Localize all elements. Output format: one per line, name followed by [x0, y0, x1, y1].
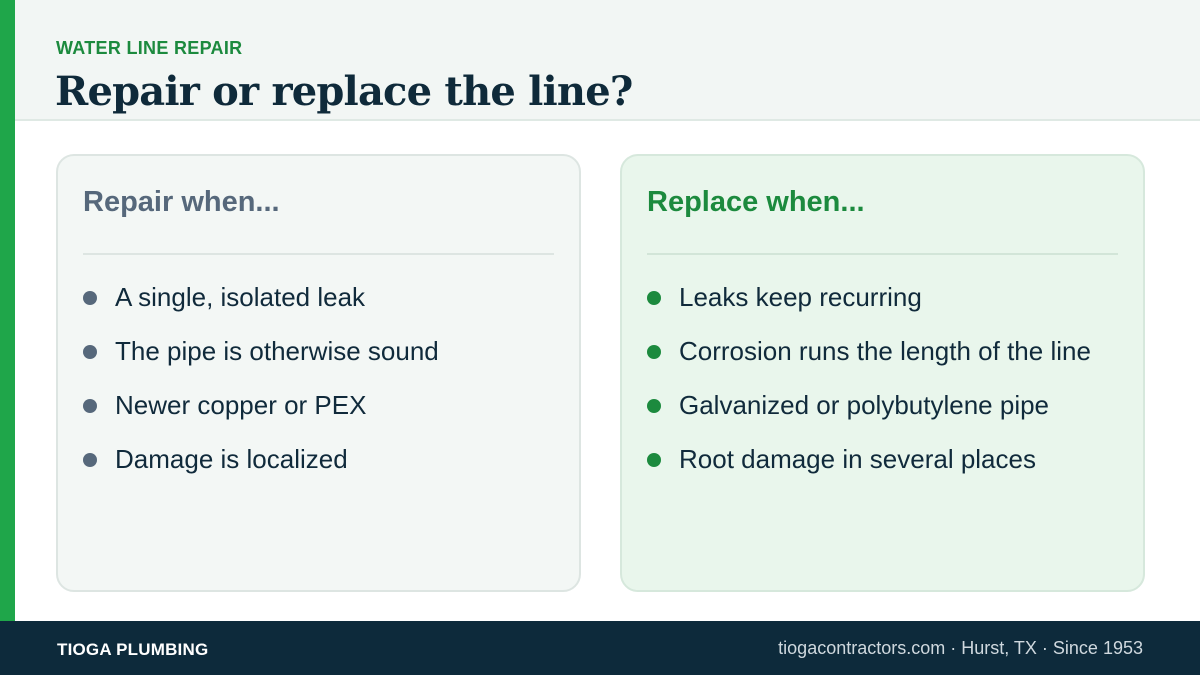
replace-card: Replace when... Leaks keep recurring Cor… — [620, 154, 1145, 592]
bullet-dot-icon — [647, 291, 661, 305]
accent-bar — [0, 0, 15, 621]
page-title: Repair or replace the line? — [55, 68, 633, 115]
list-item: Leaks keep recurring — [647, 281, 1118, 313]
list-item-text: Newer copper or PEX — [115, 390, 367, 420]
list-item: Galvanized or polybutylene pipe — [647, 389, 1118, 421]
list-item-text: Galvanized or polybutylene pipe — [679, 390, 1050, 420]
list-item-text: A single, isolated leak — [115, 282, 366, 312]
bullet-dot-icon — [647, 399, 661, 413]
list-item-text: Damage is localized — [115, 444, 348, 474]
bullet-dot-icon — [83, 453, 97, 467]
repair-card: Repair when... A single, isolated leak T… — [56, 154, 581, 592]
list-item-text: Corrosion runs the length of the line — [679, 336, 1091, 366]
bullet-dot-icon — [83, 399, 97, 413]
bullet-dot-icon — [647, 453, 661, 467]
bullet-dot-icon — [83, 291, 97, 305]
footer-contact-info: tiogacontractors.com · Hurst, TX · Since… — [778, 638, 1143, 658]
list-item: Newer copper or PEX — [83, 389, 554, 421]
repair-heading: Repair when... — [83, 184, 554, 255]
replace-heading: Replace when... — [647, 184, 1118, 255]
list-item: Damage is localized — [83, 443, 554, 475]
brand-name: TIOGA PLUMBING — [57, 640, 209, 659]
bullet-dot-icon — [83, 345, 97, 359]
eyebrow-label: WATER LINE REPAIR — [56, 38, 243, 58]
replace-list: Leaks keep recurring Corrosion runs the … — [647, 281, 1118, 475]
list-item: Corrosion runs the length of the line — [647, 335, 1118, 367]
footer-bar: TIOGA PLUMBING tiogacontractors.com · Hu… — [0, 621, 1200, 675]
slide-header: WATER LINE REPAIR Repair or replace the … — [15, 0, 1200, 121]
list-item-text: Root damage in several places — [679, 444, 1036, 474]
list-item-text: Leaks keep recurring — [679, 282, 922, 312]
list-item: A single, isolated leak — [83, 281, 554, 313]
list-item: The pipe is otherwise sound — [83, 335, 554, 367]
repair-list: A single, isolated leak The pipe is othe… — [83, 281, 554, 475]
bullet-dot-icon — [647, 345, 661, 359]
list-item: Root damage in several places — [647, 443, 1118, 475]
list-item-text: The pipe is otherwise sound — [115, 336, 439, 366]
